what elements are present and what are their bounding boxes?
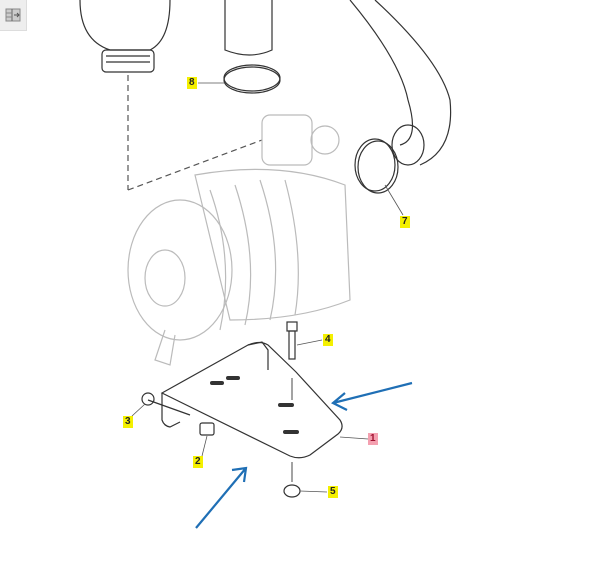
- hose-clamp-8: [223, 64, 281, 94]
- leader-lines: [131, 82, 404, 493]
- mounting-bracket: [147, 341, 343, 459]
- callout-4[interactable]: 4: [323, 334, 333, 346]
- precleaner-cap: [79, 0, 171, 73]
- split-view-button[interactable]: [0, 0, 27, 31]
- bolt-2: [199, 422, 215, 436]
- bolt-4: [286, 321, 298, 400]
- blue-arrows: [195, 381, 413, 529]
- split-view-icon: [5, 8, 21, 22]
- arrow-bottom-icon: [195, 466, 248, 529]
- arrow-right-icon: [331, 381, 413, 411]
- nut-5: [283, 462, 301, 498]
- callout-3[interactable]: 3: [123, 416, 133, 428]
- hose-clamp-7: [354, 138, 399, 194]
- washer-3: [141, 392, 155, 406]
- air-cleaner: [127, 114, 351, 366]
- callout-5[interactable]: 5: [328, 486, 338, 498]
- dashed-leader: [127, 75, 263, 191]
- callout-7[interactable]: 7: [400, 216, 410, 228]
- callout-2[interactable]: 2: [193, 456, 203, 468]
- intake-hose: [224, 0, 452, 166]
- callout-8[interactable]: 8: [187, 77, 197, 89]
- callout-1[interactable]: 1: [368, 433, 378, 445]
